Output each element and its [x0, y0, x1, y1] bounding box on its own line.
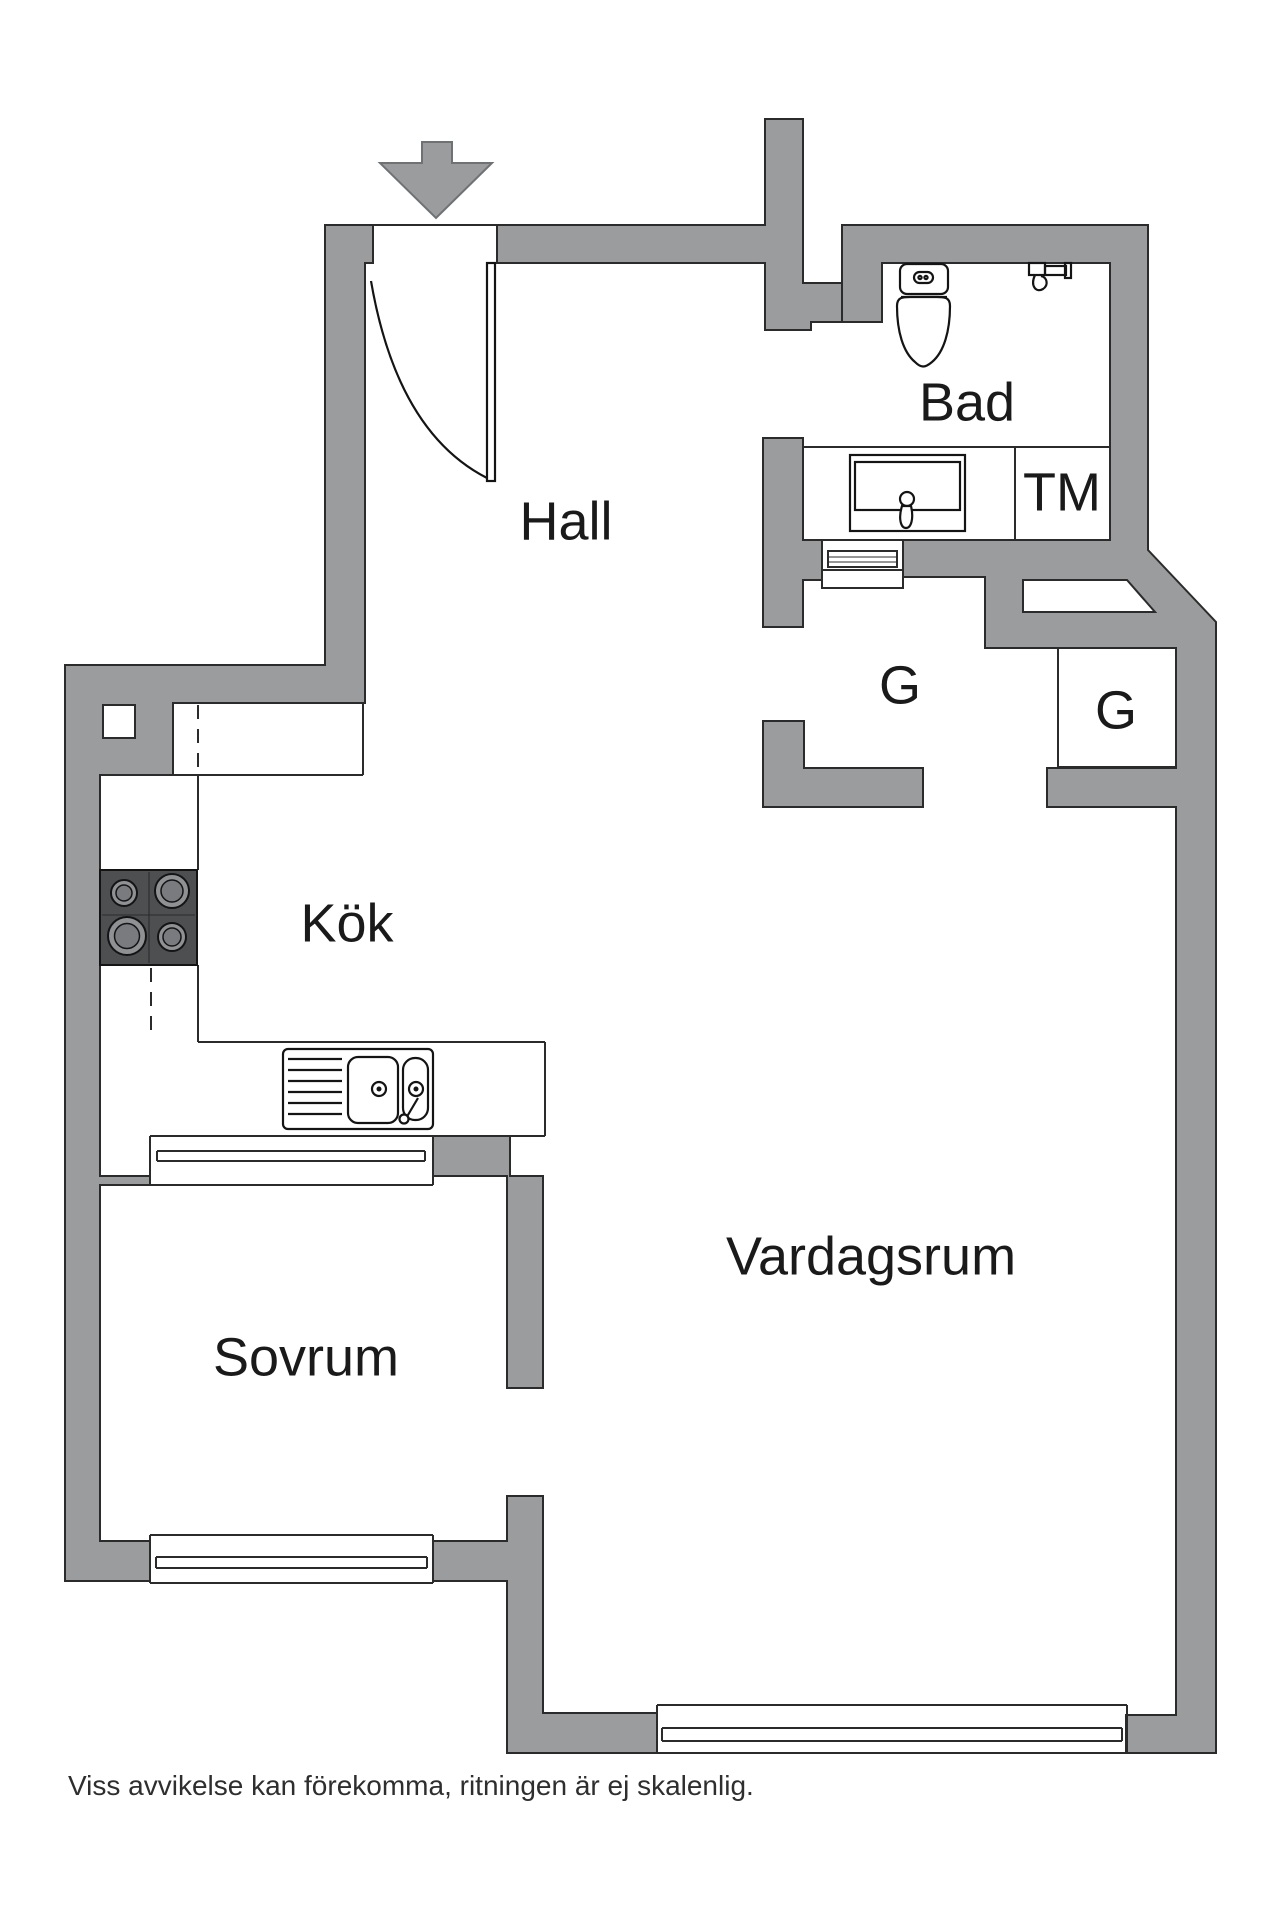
room-label-sovrum: Sovrum — [213, 1327, 399, 1387]
diagonal-niche — [1022, 579, 1158, 613]
toilet-icon — [895, 262, 952, 368]
wall-faucet-icon — [1027, 261, 1073, 292]
room-label-hall: Hall — [519, 491, 612, 551]
room-label-kok: Kök — [300, 893, 394, 953]
room-label-tm: TM — [1023, 462, 1101, 522]
wall-bedroom-east-lower — [432, 1495, 658, 1754]
room-label-g-right: G — [1095, 680, 1137, 740]
disclaimer-text: Viss avvikelse kan förekomma, ritningen … — [68, 1770, 754, 1801]
bathroom-sink-icon — [848, 453, 967, 533]
window-icon-kitchen-bedroom — [149, 1135, 434, 1186]
room-label-vardagsrum: Vardagsrum — [726, 1226, 1016, 1286]
window-icon-bedroom-south — [149, 1534, 434, 1584]
wall-square-niche — [102, 704, 136, 739]
entry-arrow-icon — [377, 141, 495, 220]
entry-door-icon — [369, 261, 497, 483]
kitchen-counter-lines — [150, 775, 546, 1137]
wall-closet-stub — [762, 720, 924, 808]
fixtures-layer — [99, 261, 1110, 1137]
wall-east-mass — [762, 224, 1217, 1754]
room-label-g-left: G — [879, 655, 921, 715]
room-label-bad: Bad — [919, 372, 1015, 432]
kitchen-sink-icon — [281, 1047, 435, 1131]
cooktop-icon — [99, 869, 198, 966]
openings-layer — [102, 224, 1177, 776]
windows-layer — [149, 1135, 1128, 1754]
wall-shaft-stub — [496, 118, 843, 331]
bath-window-sill — [821, 569, 904, 589]
bath-window-glazing — [827, 550, 898, 568]
labels-layer: Hall Bad TM G G Kök Vardagsrum Sovrum — [213, 372, 1137, 1387]
wardrobe-right-box — [1057, 647, 1177, 768]
window-icon-livingroom-south — [656, 1704, 1128, 1754]
walls-layer — [64, 118, 1217, 1754]
wall-bedroom-east-upper — [432, 1135, 544, 1389]
entry-opening — [374, 227, 496, 265]
